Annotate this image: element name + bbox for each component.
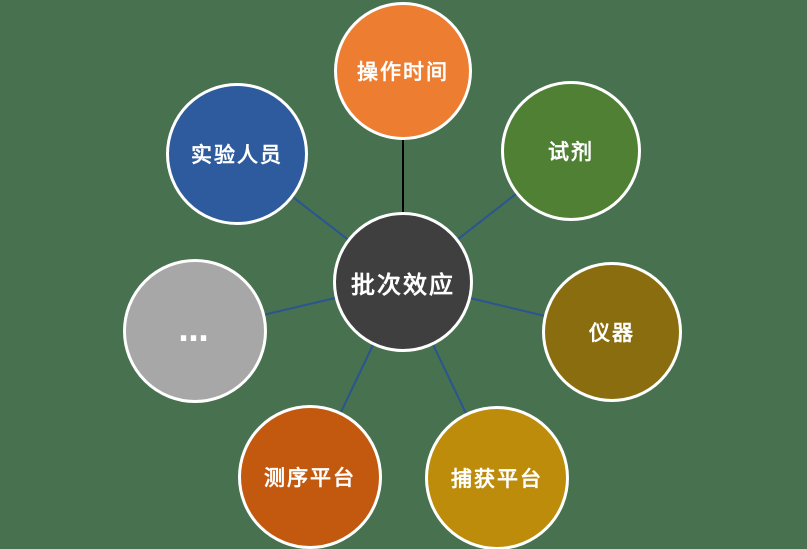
node-operation-time: 操作时间 (334, 2, 472, 140)
node-batch-effect-label: 批次效应 (351, 270, 455, 299)
node-experiment-personnel-label: 实验人员 (191, 143, 283, 167)
node-reagent: 试剂 (501, 81, 641, 221)
node-instrument-label: 仪器 (589, 321, 635, 345)
node-capture-platform: 捕获平台 (425, 406, 569, 549)
node-ellipsis-label: … (178, 313, 212, 349)
node-operation-time-label: 操作时间 (357, 60, 449, 84)
node-ellipsis: … (123, 259, 267, 403)
node-instrument: 仪器 (542, 262, 682, 402)
node-sequencing-platform: 测序平台 (238, 405, 382, 549)
node-capture-platform-label: 捕获平台 (451, 467, 543, 491)
node-batch-effect-center: 批次效应 (333, 212, 473, 352)
node-sequencing-platform-label: 测序平台 (264, 466, 356, 490)
node-experiment-personnel: 实验人员 (166, 83, 308, 225)
node-reagent-label: 试剂 (548, 140, 594, 164)
